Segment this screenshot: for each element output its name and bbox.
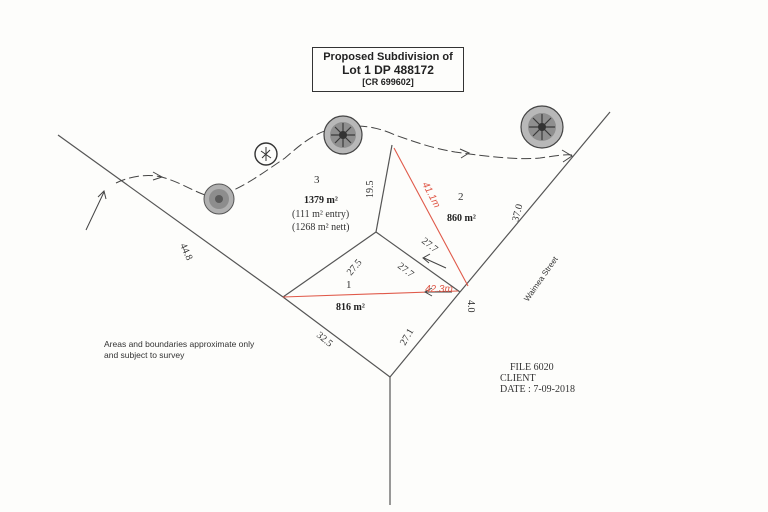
client-label: CLIENT	[500, 373, 536, 384]
lot3-number: 3	[314, 174, 320, 186]
label-west: 44.8	[177, 242, 194, 262]
arrow-right-head	[561, 149, 573, 163]
lot1-area: 816 m²	[336, 302, 365, 313]
handwritten-diagonal-lot2: 41.1m	[419, 180, 442, 210]
label-east: 37.0	[510, 203, 525, 223]
tree-icon	[323, 115, 363, 155]
label-south-east: 27.1	[398, 327, 416, 348]
boundary-lines	[57, 111, 611, 505]
lot1-number: 1	[346, 279, 352, 291]
arrow-lot1-east-head	[422, 253, 431, 264]
label-lot2-west: 19.5	[365, 181, 376, 199]
lot2-area: 860 m²	[447, 213, 476, 224]
shrub-icon	[254, 142, 278, 166]
arrow-lot2-head	[459, 148, 471, 159]
survey-note: Areas and boundaries approximate only an…	[104, 339, 255, 360]
south-east-boundary	[389, 291, 461, 378]
lot3-nett: (1268 m² nett)	[292, 222, 349, 233]
lot3-entry: (111 m² entry)	[292, 209, 349, 220]
handwritten-diagonal-lot1: 42.3m	[425, 284, 453, 295]
lot2-number: 2	[458, 191, 464, 203]
title-line1: Proposed Subdivision of	[323, 51, 453, 63]
arrow-lot3-head	[152, 171, 164, 181]
street-label: Waimea Street	[522, 254, 560, 303]
label-lot2-south: 27.7	[419, 236, 440, 255]
entry-arrow-head	[97, 190, 107, 200]
file-info: FILE 6020 CLIENT DATE : 7-09-2018	[500, 362, 575, 395]
diagonal-lot2-line	[393, 147, 469, 287]
label-corner: 4.0	[465, 300, 476, 313]
file-number: FILE 6020	[510, 362, 554, 373]
title-line2: Lot 1 DP 488172	[342, 63, 434, 77]
south-west-boundary	[282, 296, 391, 378]
tree-icon	[520, 105, 564, 149]
lot3-area: 1379 m²	[304, 195, 338, 206]
entry-arrow	[85, 191, 105, 231]
east-boundary	[459, 111, 611, 293]
arrow-lot1-east	[423, 257, 447, 269]
file-date: DATE : 7-09-2018	[500, 384, 575, 395]
label-lot1-east: 27.7	[395, 261, 416, 280]
title-box: Proposed Subdivision of Lot 1 DP 488172 …	[312, 47, 464, 92]
title-line3: [CR 699602]	[362, 77, 414, 87]
arrow-lot1-bottom-head	[423, 287, 433, 297]
lot2-west-boundary	[375, 144, 393, 233]
west-boundary	[57, 134, 284, 298]
lot1-north-boundary	[282, 231, 377, 298]
label-lot1-north: 27.5	[345, 257, 365, 277]
lot2-south-boundary	[375, 231, 461, 293]
tree-icon	[203, 183, 235, 215]
